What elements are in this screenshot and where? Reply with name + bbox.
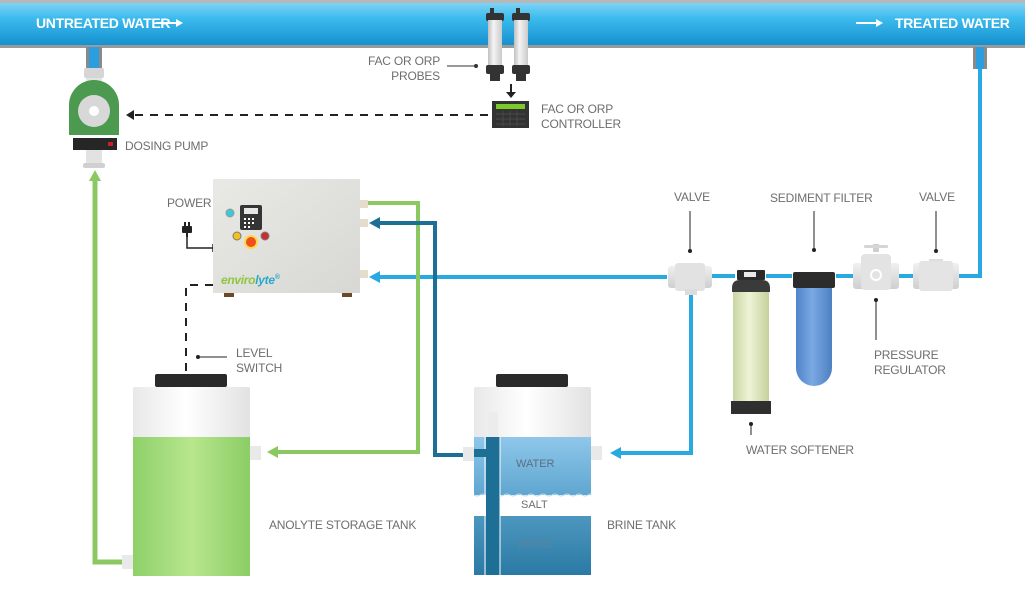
pressure-regulator-label: PRESSURE REGULATOR (874, 348, 946, 378)
sediment-filter-leader-line (812, 211, 816, 252)
logo-part-1: enviro (221, 273, 256, 287)
controller-label-line1: FAC OR ORP (541, 102, 614, 116)
envirolyte-logo: envirolyte® (221, 273, 280, 287)
anolyte-dosing-line (92, 180, 122, 565)
softener-leader-line (749, 422, 753, 435)
dosing-pump-label: DOSING PUMP (125, 139, 209, 153)
valve-right-label: VALVE (919, 190, 955, 204)
anolyte-output-line (267, 201, 420, 458)
probes-label: FAC OR ORP PROBES (360, 54, 440, 84)
pressure-regulator-label-line1: PRESSURE (874, 348, 939, 362)
fac-orp-controller[interactable] (492, 101, 529, 128)
level-switch-label-line1: LEVEL (236, 346, 273, 360)
level-switch-label-line2: SWITCH (236, 361, 283, 375)
controller-label-line2: CONTROLLER (541, 117, 622, 131)
level-switch-label: LEVEL SWITCH (236, 346, 282, 376)
power-button[interactable] (244, 235, 258, 249)
arrow-down-icon (506, 84, 516, 98)
probes-label-line2: PROBES (391, 69, 440, 83)
arrow-left-icon (610, 447, 621, 459)
power-plug-icon (182, 222, 214, 252)
pump-inlet-pipe (86, 47, 102, 69)
pressure-regulator-label-line2: REGULATOR (874, 363, 946, 377)
treated-water-tap (973, 47, 987, 69)
control-panel-display[interactable] (240, 205, 262, 230)
valve-left[interactable] (668, 263, 712, 295)
flow-arrow-icon-inlet (156, 19, 183, 27)
control-signal-line (126, 110, 488, 120)
brine-tank (463, 374, 602, 575)
water-softener-label: WATER SOFTENER (746, 443, 854, 457)
regulator-leader-line (874, 298, 878, 340)
valve-left-leader-line (688, 211, 692, 253)
logo-registered-mark: ® (274, 274, 280, 281)
status-light-red-icon (260, 231, 270, 241)
power-label: POWER (167, 196, 212, 210)
level-switch-signal-line (185, 284, 227, 372)
probes-leader-line (447, 64, 478, 68)
probes-label-line1: FAC OR ORP (367, 54, 440, 68)
brine-feed-line (369, 217, 463, 457)
brine-layer-water: WATER (516, 458, 555, 470)
sediment-filter (793, 272, 835, 386)
untreated-water-label: UNTREATED WATER (36, 15, 171, 31)
fac-orp-probes (486, 8, 530, 81)
water-softener (731, 270, 771, 414)
pressure-regulator[interactable] (853, 244, 899, 290)
softened-water-line (369, 271, 667, 283)
anolyte-storage-tank (122, 374, 261, 576)
status-light-cyan-icon (225, 208, 235, 218)
feed-water-line (620, 69, 982, 455)
brine-layer-brine: BRINE (518, 538, 552, 550)
treated-water-label: TREATED WATER (895, 15, 1010, 31)
sediment-filter-label: SEDIMENT FILTER (770, 191, 873, 205)
logo-part-2: lyte (255, 273, 275, 287)
valve-left-label: VALVE (674, 190, 710, 204)
valve-right-leader-line (934, 211, 938, 253)
status-light-yellow-icon (232, 231, 242, 241)
flow-arrow-icon-outlet (856, 19, 883, 27)
arrow-up-icon (89, 170, 101, 181)
brine-tank-label: BRINE TANK (607, 518, 676, 532)
controller-label: FAC OR ORP CONTROLLER (541, 102, 621, 132)
anolyte-tank-label: ANOLYTE STORAGE TANK (269, 518, 417, 532)
dosing-pump[interactable] (68, 68, 119, 168)
brine-layer-salt: SALT (521, 499, 548, 511)
valve-right[interactable] (913, 259, 959, 291)
